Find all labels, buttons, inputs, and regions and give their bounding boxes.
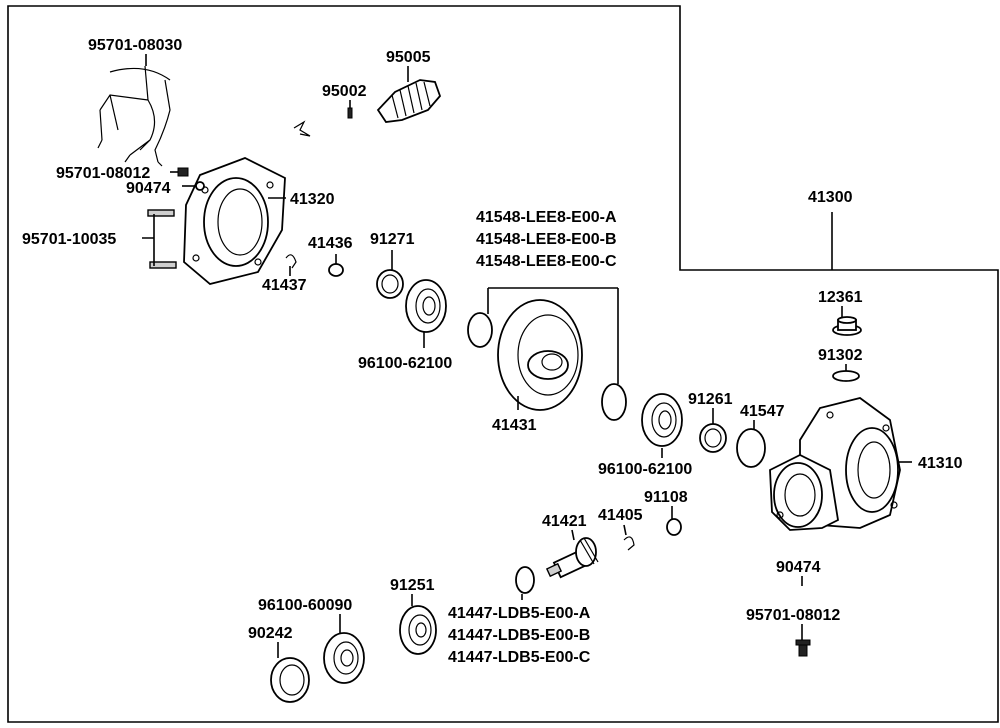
studs-95701-10035-part (147, 209, 177, 269)
pinion-41421-part (545, 537, 599, 579)
bolt-95701-08012-bottom-part (795, 639, 811, 657)
label-95701-08012-top: 95701-08012 (56, 165, 150, 182)
clip-41405-part (623, 536, 635, 551)
washer-90474-top-part (195, 181, 205, 191)
nut-91108-part (666, 518, 682, 536)
bearing-96100-62100-a-part (405, 279, 447, 333)
diagram-frame (7, 5, 999, 723)
label-96100-62100-a: 96100-62100 (358, 355, 452, 372)
label-41431: 41431 (492, 417, 537, 434)
shim-41548-right-part (601, 383, 627, 421)
label-95701-08012-bottom: 95701-08012 (746, 607, 840, 624)
part-41437 (285, 254, 297, 269)
cap-12361-part (832, 316, 862, 336)
clip-part (293, 120, 311, 137)
bolt-95701-08012-top-part (177, 167, 189, 177)
plug-41436-part (328, 263, 344, 277)
label-91108: 91108 (644, 489, 688, 506)
label-90474-bottom: 90474 (776, 559, 821, 576)
wire-harness-part (97, 65, 171, 167)
label-90474-top: 90474 (126, 180, 171, 197)
label-41447-b: 41447-LDB5-E00-B (448, 627, 590, 644)
seal-91261-part (699, 423, 727, 453)
label-41548-c: 41548-LEE8-E00-C (476, 253, 617, 270)
bearing-96100-62100-b-part (641, 393, 683, 447)
pin-95002-part (347, 107, 353, 119)
housing-cover-41320-part (183, 157, 286, 285)
label-41548-b: 41548-LEE8-E00-B (476, 231, 617, 248)
shim-41548-left-part (467, 312, 493, 348)
label-41310: 41310 (918, 455, 963, 472)
label-41436: 41436 (308, 235, 353, 252)
label-41320: 41320 (290, 191, 335, 208)
label-91271: 91271 (370, 231, 415, 248)
seal-90242-part (270, 657, 310, 703)
part-labels: 95701-08030 95005 95002 95701-08012 9047… (22, 37, 963, 666)
label-91261: 91261 (688, 391, 733, 408)
boot-95005-part (376, 79, 442, 123)
shim-41447-part (515, 566, 535, 594)
label-41405: 41405 (598, 507, 643, 524)
label-95002: 95002 (322, 83, 367, 100)
ring-41547-part (736, 428, 766, 468)
label-95701-08030: 95701-08030 (88, 37, 182, 54)
label-41300: 41300 (808, 189, 853, 206)
label-91251: 91251 (390, 577, 435, 594)
label-91302: 91302 (818, 347, 863, 364)
label-12361: 12361 (818, 289, 863, 306)
label-41447-c: 41447-LDB5-E00-C (448, 649, 591, 666)
leader-lines (142, 54, 912, 658)
clip-91302-part (832, 370, 860, 382)
label-95005: 95005 (386, 49, 431, 66)
label-96100-60090: 96100-60090 (258, 597, 352, 614)
main-housing-41310-part (769, 397, 901, 531)
bearing-91251-part (399, 605, 437, 655)
label-41547: 41547 (740, 403, 785, 420)
label-96100-62100-b: 96100-62100 (598, 461, 692, 478)
label-95701-10035: 95701-10035 (22, 231, 116, 248)
label-41447-a: 41447-LDB5-E00-A (448, 605, 591, 622)
seal-91271-part (376, 269, 404, 299)
label-41421: 41421 (542, 513, 587, 530)
label-41548-a: 41548-LEE8-E00-A (476, 209, 617, 226)
label-90242: 90242 (248, 625, 293, 642)
label-41437: 41437 (262, 277, 307, 294)
bearing-96100-60090-part (323, 632, 365, 684)
ring-gear-41431-part (497, 299, 583, 411)
